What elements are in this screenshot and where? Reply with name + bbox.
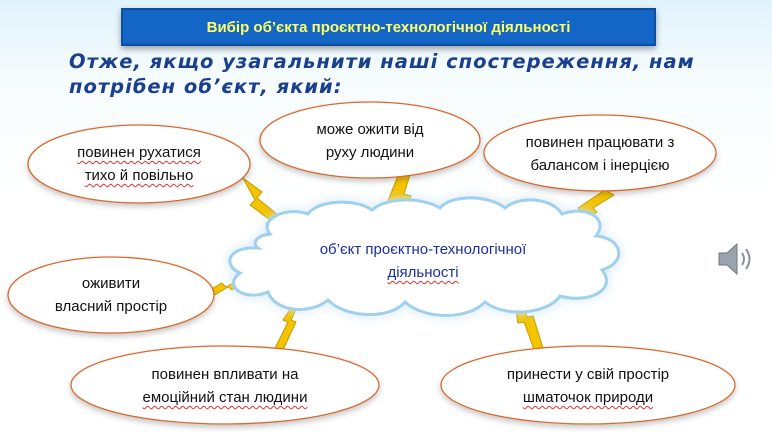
oval-text-4: оживити власний простір <box>20 272 202 318</box>
oval-4-line-2: власний простір <box>54 298 168 315</box>
slide-title: Вибір об’єкта проєктно-технологічної дія… <box>121 8 656 46</box>
oval-6 <box>440 345 736 425</box>
oval-text-6: принести у свій простір шматочок природи <box>463 363 713 409</box>
oval-1-line-2: тихо й повільно <box>84 167 194 184</box>
oval-3-line-1: повинен працювати з <box>525 134 675 151</box>
oval-3-line-2: балансом і інерцією <box>530 157 670 174</box>
cloud-shape <box>228 196 621 317</box>
oval-6-line-2: шматочок природи <box>522 389 654 406</box>
intro-line-1: Отже, якщо узагальнити наші спостереженн… <box>69 50 695 73</box>
oval-2-line-2: руху людини <box>325 144 415 161</box>
intro-text: Отже, якщо узагальнити наші спостереженн… <box>69 49 709 99</box>
oval-5 <box>70 345 380 425</box>
oval-text-2: може ожити від руху людини <box>275 118 465 164</box>
center-line-1: об’єкт проєктно-технологічної <box>319 241 527 258</box>
oval-text-1: повинен рухатися тихо й повільно <box>44 141 234 187</box>
center-text: об’єкт проєктно-технологічної діяльності <box>283 238 563 284</box>
oval-2-line-1: може ожити від <box>316 121 424 138</box>
oval-text-3: повинен працювати з балансом і інерцією <box>495 131 705 177</box>
oval-text-5: повинен впливати на емоційний стан людин… <box>100 363 350 409</box>
oval-3 <box>483 114 717 192</box>
oval-1 <box>27 124 251 204</box>
oval-1-line-1: повинен рухатися <box>77 144 201 161</box>
oval-5-line-2: емоційний стан людини <box>142 389 308 406</box>
oval-6-line-1: принести у свій простір <box>506 366 670 383</box>
oval-5-line-1: повинен впливати на <box>151 366 299 383</box>
intro-line-2: потрібен об’єкт, який: <box>69 75 343 98</box>
speaker-icon[interactable] <box>716 240 756 283</box>
oval-2 <box>259 101 481 179</box>
oval-4-line-1: оживити <box>81 275 141 292</box>
oval-4 <box>7 256 215 334</box>
center-line-2: діяльності <box>387 264 459 281</box>
